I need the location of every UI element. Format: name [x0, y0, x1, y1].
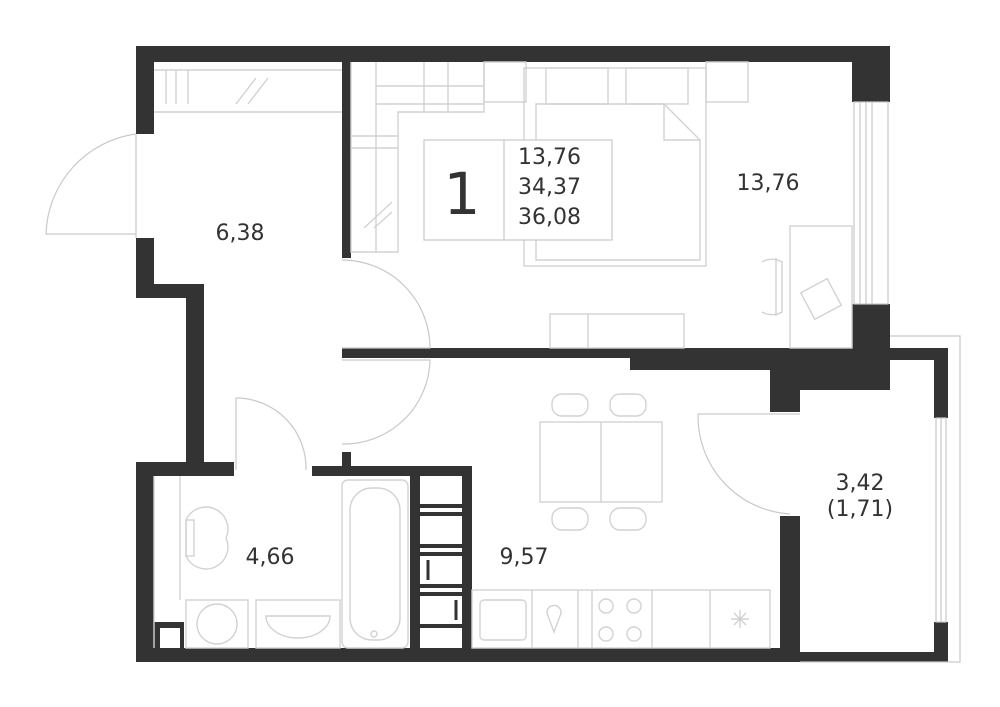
room-area-bathroom: 4,66 [246, 545, 295, 570]
wall-balcony-top [890, 348, 948, 360]
hall-wardrobe [154, 69, 342, 113]
wall-bedroom-hall-upper [342, 62, 351, 258]
dining-set [539, 393, 663, 531]
wall-left-mid [136, 238, 154, 296]
desk [761, 225, 853, 349]
tv-stand [549, 313, 685, 349]
windows [800, 101, 961, 663]
rooms-count: 1 [444, 160, 481, 228]
door-bathroom [235, 397, 307, 471]
unit-info-box: 1 13,76 34,37 36,08 [423, 139, 613, 241]
bathroom-fixtures [153, 476, 409, 649]
wall-kitchen-step [630, 358, 770, 370]
room-area-hallway: 6,38 [216, 221, 265, 246]
wall-left-lower [136, 462, 154, 662]
wall-bath-hall-right [312, 466, 470, 476]
door-entrance [45, 133, 137, 238]
wall-kitchen-balcony-post [770, 348, 800, 412]
door-kitchen [341, 359, 431, 445]
shaft-blocks [414, 472, 470, 628]
kitchen-counter [471, 589, 771, 649]
doors [45, 133, 800, 515]
bedroom-wardrobe [350, 62, 485, 253]
wall-kitchen-balcony-lower [780, 516, 800, 662]
wall-hall-stub [342, 452, 351, 472]
furniture [153, 61, 853, 649]
balcony-railing [800, 335, 961, 663]
total-area-balcony: 36,08 [518, 205, 581, 230]
wall-bedroom-kitchen [342, 348, 890, 358]
window-bedroom [853, 101, 889, 305]
walls [136, 46, 948, 662]
wall-bath-top-left [136, 462, 234, 476]
total-area: 34,37 [518, 175, 581, 200]
wall-top-right-pillar [852, 46, 890, 102]
room-area-balcony-reduced: (1,71) [827, 497, 893, 522]
door-balcony [697, 413, 800, 515]
room-area-balcony: 3,42 [836, 471, 885, 496]
door-bedroom [341, 259, 431, 349]
wall-balcony-bottom [800, 652, 948, 662]
living-area: 13,76 [518, 145, 581, 170]
room-area-kitchen: 9,57 [500, 545, 549, 570]
room-area-bedroom: 13,76 [737, 171, 800, 196]
wall-left-step [186, 284, 204, 468]
room-labels: 13,76 6,38 4,66 9,57 3,42 (1,71) [216, 171, 894, 570]
wall-left-upper [136, 46, 154, 134]
wall-top [136, 46, 890, 62]
wall-balcony-right-top [934, 348, 948, 418]
